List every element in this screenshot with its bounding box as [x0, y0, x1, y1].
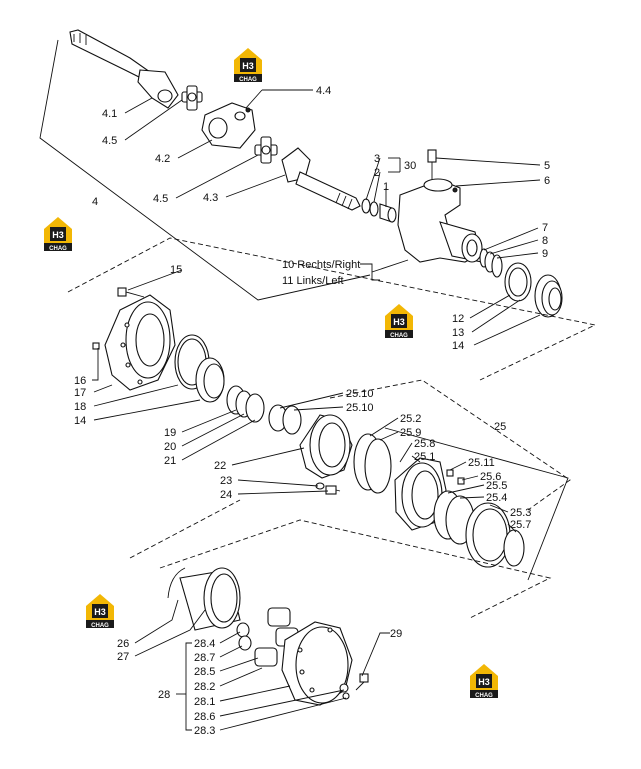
label-13[interactable]: 13 [452, 327, 464, 339]
label-11[interactable]: 11 Links/Left [282, 275, 344, 287]
label-16[interactable]: 16 [74, 375, 86, 387]
svg-text:H3: H3 [242, 61, 254, 71]
label-7[interactable]: 7 [542, 222, 548, 234]
label-25-1[interactable]: 25.1 [414, 451, 435, 463]
label-9[interactable]: 9 [542, 248, 548, 260]
svg-text:CHAG: CHAG [49, 246, 67, 252]
part-labels: 4.4 4.1 4.5 4.2 4.5 4.3 4 3 2 30 1 5 6 7… [74, 85, 550, 737]
label-25-6[interactable]: 25.6 [480, 471, 501, 483]
label-4-4[interactable]: 4.4 [316, 85, 331, 97]
label-3[interactable]: 3 [374, 153, 380, 165]
label-28[interactable]: 28 [158, 689, 170, 701]
svg-text:H3: H3 [94, 607, 106, 617]
label-4-5a[interactable]: 4.5 [102, 135, 117, 147]
label-25-3[interactable]: 25.3 [510, 507, 531, 519]
label-25-11[interactable]: 25.11 [468, 457, 495, 469]
label-8[interactable]: 8 [542, 235, 548, 247]
label-24[interactable]: 24 [220, 489, 232, 501]
label-4-3[interactable]: 4.3 [203, 192, 218, 204]
planet-gears-28-2 [254, 607, 299, 667]
svg-text:CHAG: CHAG [91, 623, 109, 629]
label-6[interactable]: 6 [544, 175, 550, 187]
label-29[interactable]: 29 [390, 628, 402, 640]
label-19[interactable]: 19 [164, 427, 176, 439]
label-4[interactable]: 4 [92, 196, 98, 208]
label-28-7[interactable]: 28.7 [194, 652, 215, 664]
label-12[interactable]: 12 [452, 313, 464, 325]
svg-text:CHAG: CHAG [239, 77, 257, 83]
hub-flange-17 [104, 294, 176, 391]
cross-4-5-upper [181, 85, 203, 111]
cross-4-5-lower [254, 136, 278, 164]
drive-shaft-assembly [39, 29, 397, 301]
ring-gear-carrier-22 [299, 414, 353, 479]
svg-text:CHAG: CHAG [475, 693, 493, 699]
svg-text:H3: H3 [52, 230, 64, 240]
bolt-15 [117, 287, 145, 298]
bearing-14-lower [195, 357, 225, 403]
label-1[interactable]: 1 [383, 181, 389, 193]
label-14b[interactable]: 14 [74, 415, 86, 427]
label-28-3[interactable]: 28.3 [194, 725, 215, 737]
label-30[interactable]: 30 [404, 160, 416, 172]
label-2[interactable]: 2 [374, 167, 380, 179]
label-4-1[interactable]: 4.1 [102, 108, 117, 120]
label-25[interactable]: 25 [494, 421, 506, 433]
label-15[interactable]: 15 [170, 264, 182, 276]
label-17[interactable]: 17 [74, 387, 86, 399]
leader-lines [92, 89, 541, 731]
label-27[interactable]: 27 [117, 651, 129, 663]
label-28-4[interactable]: 28.4 [194, 638, 215, 650]
ring-3 [361, 198, 371, 214]
label-4-5b[interactable]: 4.5 [153, 193, 168, 205]
label-25-5[interactable]: 25.5 [486, 480, 507, 492]
gear-25-3 [465, 502, 511, 568]
label-25-9[interactable]: 25.9 [400, 427, 421, 439]
label-25-10a[interactable]: 25.10 [346, 388, 374, 400]
label-18[interactable]: 18 [74, 401, 86, 413]
label-23[interactable]: 23 [220, 475, 232, 487]
label-4-2[interactable]: 4.2 [155, 153, 170, 165]
label-22[interactable]: 22 [214, 460, 226, 472]
ring-gear-27 [179, 567, 241, 631]
center-housing-4-2 [201, 102, 256, 149]
shaft-4-1 [69, 29, 151, 81]
label-5[interactable]: 5 [544, 160, 550, 172]
label-20[interactable]: 20 [164, 441, 176, 453]
label-25-8[interactable]: 25.8 [414, 438, 435, 450]
ring-2 [369, 201, 379, 217]
label-14a[interactable]: 14 [452, 340, 464, 352]
label-25-4[interactable]: 25.4 [486, 492, 507, 504]
planet-carrier-28-1 [281, 621, 353, 706]
svg-text:H3: H3 [393, 317, 405, 327]
label-21[interactable]: 21 [164, 455, 176, 467]
label-28-6[interactable]: 28.6 [194, 711, 215, 723]
label-25-10b[interactable]: 25.10 [346, 402, 374, 414]
bearing-14-upper [534, 274, 563, 318]
svg-text:CHAG: CHAG [390, 333, 408, 339]
steering-knuckle [397, 149, 483, 263]
svg-text:H3: H3 [478, 677, 490, 687]
label-25-2[interactable]: 25.2 [400, 413, 421, 425]
label-28-1[interactable]: 28.1 [194, 696, 215, 708]
label-28-2[interactable]: 28.2 [194, 681, 215, 693]
label-26[interactable]: 26 [117, 638, 129, 650]
label-10[interactable]: 10 Rechts/Right [282, 259, 360, 271]
label-28-5[interactable]: 28.5 [194, 666, 215, 678]
ring-26 [167, 567, 186, 599]
label-25-7[interactable]: 25.7 [510, 519, 531, 531]
